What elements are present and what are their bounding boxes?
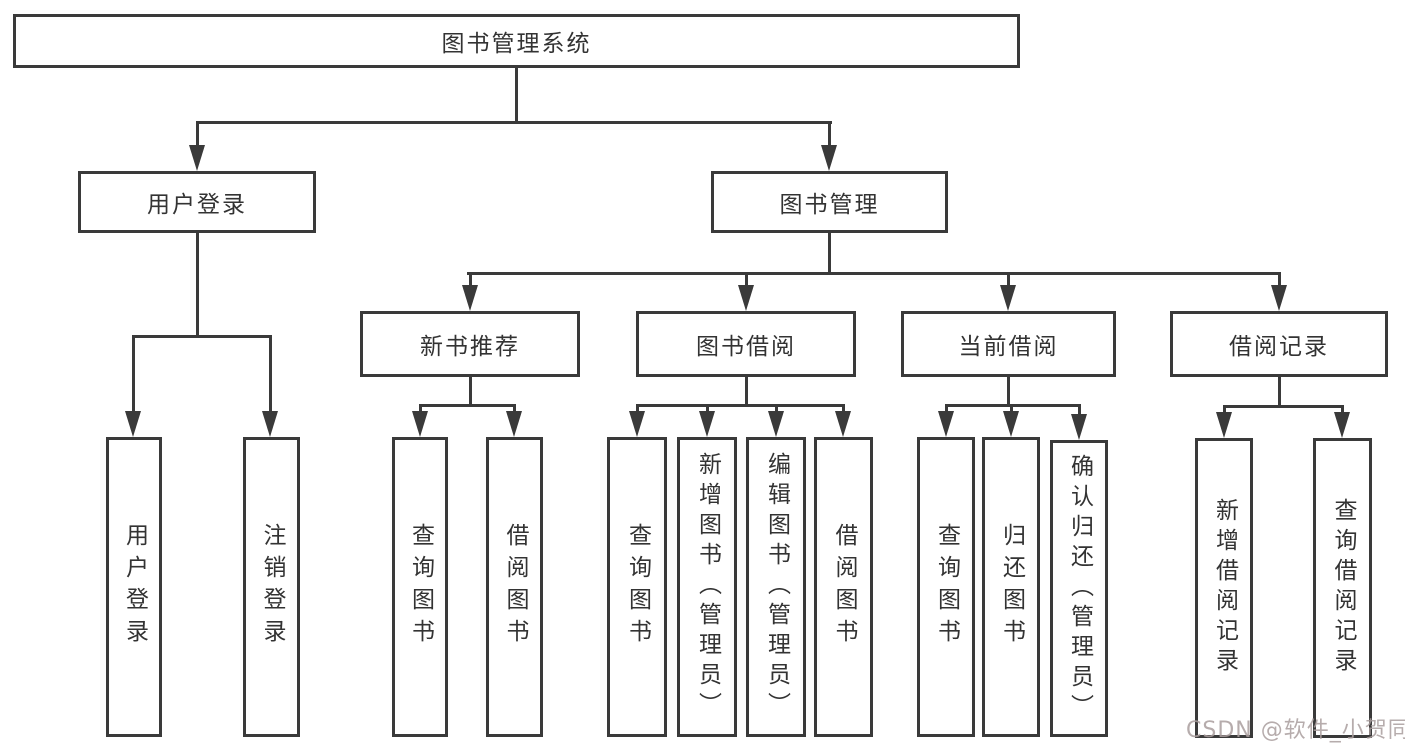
connector-line: [745, 272, 748, 288]
arrowhead-icon: [462, 285, 478, 311]
connector-line: [1007, 272, 1010, 288]
leaf-borrow-edit-admin: 编辑图书（管理员）: [746, 437, 806, 737]
connector-line: [636, 404, 639, 414]
connector-line: [513, 404, 516, 414]
node-library-system: 图书管理系统: [13, 14, 1020, 68]
connector-line: [1010, 404, 1013, 414]
connector-line: [636, 404, 845, 407]
arrowhead-icon: [1071, 414, 1087, 440]
leaf-label: 新增图书（管理员）: [694, 452, 721, 722]
connector-line: [469, 377, 472, 406]
leaf-label: 借阅图书: [831, 523, 857, 651]
arrowhead-icon: [1271, 285, 1287, 311]
connector-line: [467, 272, 1280, 275]
connector-line: [745, 377, 748, 406]
connector-line: [1278, 377, 1281, 407]
csdn-watermark: CSDN @软件_小贺同学: [1186, 718, 1405, 743]
leaf-current-return: 归还图书: [982, 437, 1040, 737]
connector-line: [469, 272, 472, 288]
arrowhead-icon: [412, 411, 428, 437]
arrowhead-icon: [1000, 285, 1016, 311]
arrowhead-icon: [189, 145, 205, 171]
connector-line: [132, 335, 135, 413]
leaf-label: 确认归还（管理员）: [1066, 453, 1093, 724]
arrowhead-icon: [738, 285, 754, 311]
leaf-logout: 注销登录: [243, 437, 300, 737]
connector-line: [419, 404, 516, 407]
connector-line: [196, 121, 832, 124]
connector-line: [1223, 405, 1344, 408]
arrowhead-icon: [1216, 412, 1232, 438]
node-borrow-records: 借阅记录: [1170, 311, 1388, 377]
leaf-borrow-query: 查询图书: [607, 437, 667, 737]
leaf-borrow-borrow: 借阅图书: [814, 437, 873, 737]
connector-line: [132, 335, 272, 338]
arrowhead-icon: [835, 411, 851, 437]
connector-line: [515, 68, 518, 122]
leaf-user-login: 用户登录: [106, 437, 162, 737]
node-book-management: 图书管理: [711, 171, 948, 233]
arrowhead-icon: [821, 145, 837, 171]
leaf-label: 查询图书: [933, 523, 960, 651]
leaf-label: 注销登录: [259, 523, 285, 651]
connector-line: [706, 404, 709, 414]
leaf-label: 新增借阅记录: [1211, 498, 1238, 678]
connector-line: [196, 121, 199, 148]
leaf-label: 归还图书: [998, 523, 1025, 651]
connector-line: [1223, 405, 1226, 415]
connector-line: [1278, 272, 1281, 288]
leaf-newbook-borrow: 借阅图书: [486, 437, 543, 737]
connector-line: [1078, 404, 1081, 417]
node-new-book-recommend: 新书推荐: [360, 311, 580, 377]
arrowhead-icon: [125, 411, 141, 437]
connector-line: [1007, 377, 1010, 406]
leaf-newbook-query: 查询图书: [392, 437, 448, 737]
leaf-current-confirm-admin: 确认归还（管理员）: [1050, 440, 1108, 737]
arrowhead-icon: [1334, 412, 1350, 438]
connector-line: [775, 404, 778, 414]
arrowhead-icon: [629, 411, 645, 437]
leaf-label: 用户登录: [121, 523, 148, 651]
leaf-current-query: 查询图书: [917, 437, 975, 737]
leaf-label: 编辑图书（管理员）: [763, 452, 790, 722]
arrowhead-icon: [938, 411, 954, 437]
leaf-label: 查询借阅记录: [1330, 498, 1356, 678]
node-user-login: 用户登录: [78, 171, 316, 233]
connector-line: [1341, 405, 1344, 415]
connector-line: [828, 121, 831, 148]
connector-line: [196, 233, 199, 338]
connector-line: [269, 335, 272, 413]
connector-line: [828, 233, 831, 275]
connector-line: [945, 404, 948, 414]
arrowhead-icon: [506, 411, 522, 437]
connector-line: [842, 404, 845, 414]
node-book-borrow: 图书借阅: [636, 311, 856, 377]
leaf-label: 查询图书: [407, 523, 434, 651]
arrowhead-icon: [1003, 411, 1019, 437]
arrowhead-icon: [262, 411, 278, 437]
node-current-borrow: 当前借阅: [901, 311, 1116, 377]
leaf-records-query: 查询借阅记录: [1313, 438, 1372, 738]
leaf-borrow-add-admin: 新增图书（管理员）: [677, 437, 737, 737]
leaf-label: 借阅图书: [502, 523, 528, 651]
leaf-records-add: 新增借阅记录: [1195, 438, 1253, 738]
arrowhead-icon: [699, 411, 715, 437]
connector-line: [419, 404, 422, 414]
arrowhead-icon: [768, 411, 784, 437]
leaf-label: 查询图书: [624, 523, 651, 651]
